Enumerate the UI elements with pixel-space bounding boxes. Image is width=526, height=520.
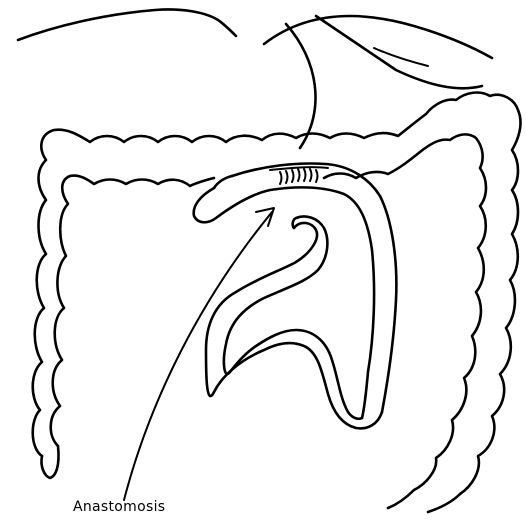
bowel-limb-upper-wall — [232, 164, 396, 413]
anastomosis-suture-3 — [292, 170, 294, 182]
colon-distal-inner — [388, 490, 414, 508]
omentum-curve-left — [286, 24, 316, 148]
anastomosis-suture-2 — [286, 171, 288, 183]
upper-contour-left — [18, 9, 236, 40]
upper-contour-right — [264, 16, 492, 58]
colon-cecal-end — [41, 446, 58, 478]
colon-distal-outer — [428, 494, 460, 512]
anastomosis-suture-4 — [298, 169, 300, 181]
anastomosis-suture-7 — [316, 170, 318, 182]
anastomosis-label: Anastomosis — [73, 499, 165, 515]
anastomosis-suture-6 — [310, 169, 312, 181]
anastomosis-suture-1 — [280, 172, 282, 184]
omentum-curve-right — [316, 16, 482, 88]
bowel-limb-tip — [214, 176, 232, 188]
anastomosis-suture-5 — [304, 169, 306, 181]
stomach-contour-top — [374, 48, 428, 66]
anastomosis-pointer-arrowhead — [256, 208, 274, 226]
colon-inner-border — [51, 134, 486, 490]
